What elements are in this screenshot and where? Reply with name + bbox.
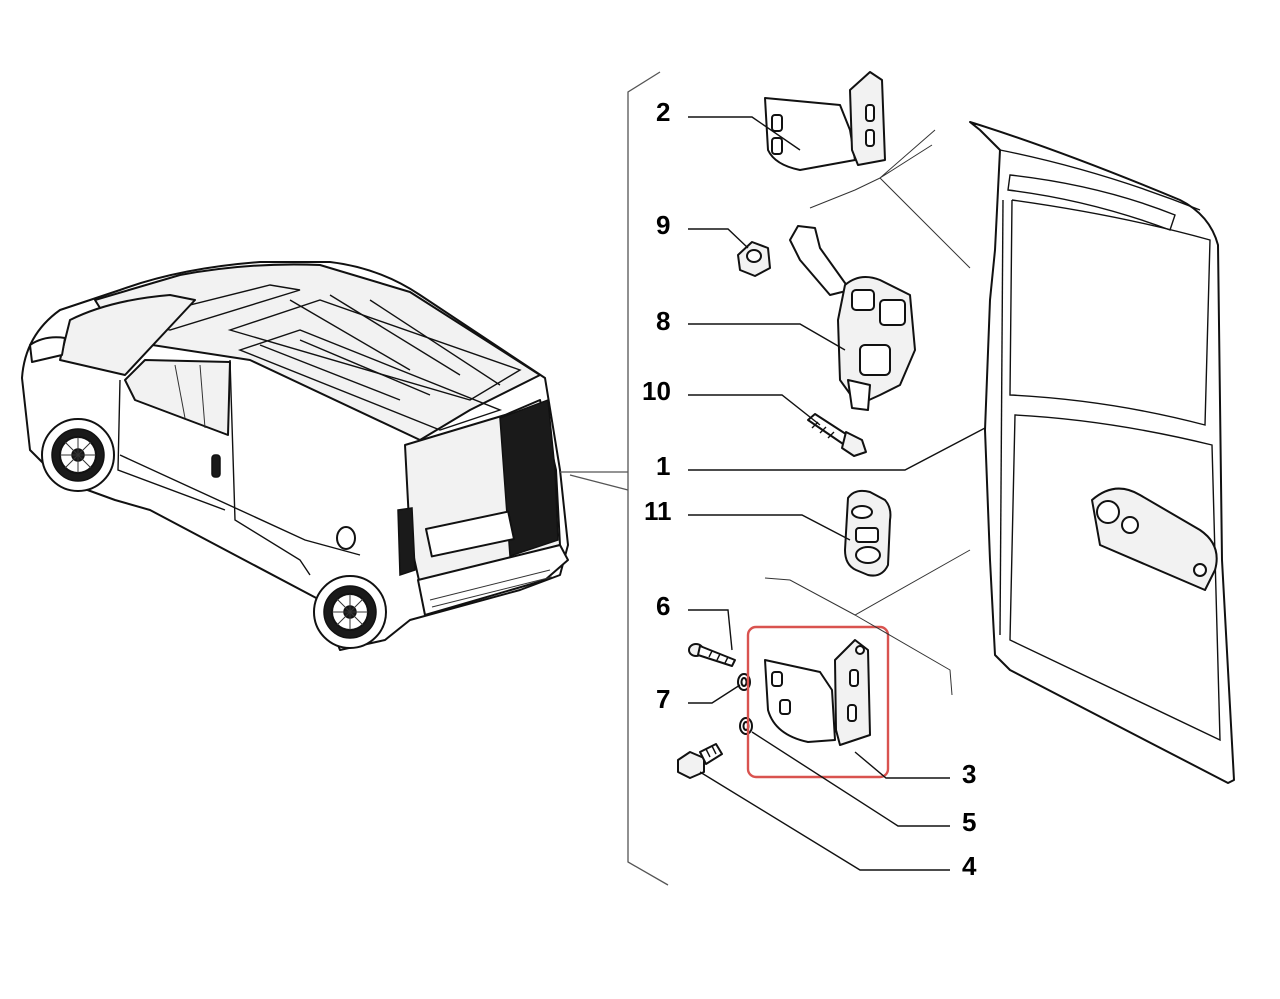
callout-9: 9 <box>656 210 671 240</box>
rubber-stop <box>844 489 892 577</box>
callout-10: 10 <box>642 376 671 406</box>
callout-4: 4 <box>962 851 977 881</box>
rear-door-panel <box>969 121 1235 784</box>
nut <box>737 241 771 277</box>
door-lock <box>789 225 916 411</box>
bolt-lower <box>677 743 723 779</box>
callout-5: 5 <box>962 807 977 837</box>
callout-3: 3 <box>962 759 977 789</box>
highlight-box <box>746 625 890 779</box>
callout-11: 11 <box>644 496 672 526</box>
callout-6: 6 <box>656 591 671 621</box>
callout-8: 8 <box>656 306 671 336</box>
leader-lines <box>688 116 986 871</box>
screw <box>807 413 867 457</box>
upper-hinge <box>764 71 886 171</box>
callout-2: 2 <box>656 97 671 127</box>
bolt-upper <box>688 643 736 667</box>
washer-lower <box>739 717 753 735</box>
assembly-bracket <box>560 71 669 886</box>
callout-1: 1 <box>656 451 671 481</box>
callout-7: 7 <box>656 684 671 714</box>
van-illustration <box>21 261 569 651</box>
rear-wheel <box>313 575 387 649</box>
lower-hinge <box>764 639 871 746</box>
front-wheel <box>41 418 115 492</box>
guide-lines <box>764 129 971 696</box>
